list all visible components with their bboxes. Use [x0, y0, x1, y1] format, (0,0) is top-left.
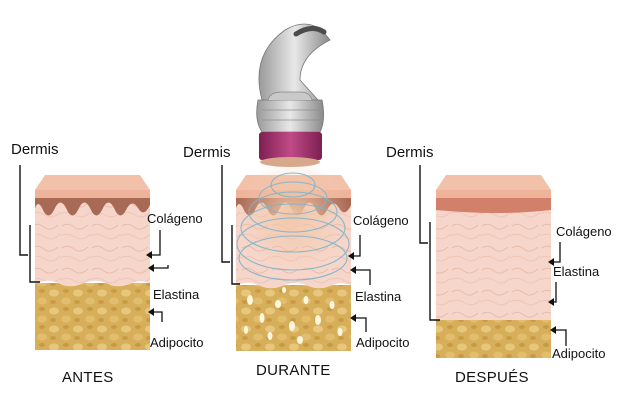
adipocyte-label: Adipocito [150, 335, 204, 350]
collagen-arrow [352, 235, 361, 257]
adipocyte-arrowhead [350, 314, 356, 322]
skin-block-top [35, 175, 150, 190]
rf-waves [236, 172, 350, 281]
adipocyte-arrowhead [550, 326, 556, 334]
collagen-arrowhead [548, 258, 554, 266]
stage-label-antes: ANTES [62, 369, 114, 386]
dermis-bracket [19, 165, 28, 256]
adipocyte-label: Adipocito [552, 346, 606, 361]
heated-fat-spots [244, 287, 343, 344]
elastin-label: Elastina [153, 287, 200, 302]
dermis-inner-bracket [429, 222, 440, 321]
fat-layer [436, 320, 551, 358]
dermis-layer [35, 200, 150, 287]
dermis-inner-bracket [29, 225, 40, 283]
panel-despues [419, 165, 567, 358]
adipocyte-label: Adipocito [356, 335, 410, 350]
collagen-arrow [552, 242, 561, 263]
dermis-label: Dermis [183, 144, 231, 161]
dermis-bracket [221, 165, 230, 263]
skin-block-top [436, 175, 551, 190]
handpiece-band [259, 132, 322, 160]
collagen-arrowhead [348, 252, 354, 260]
rf-handpiece [256, 23, 331, 167]
elastin-arrowhead [148, 264, 154, 272]
collagen-label: Colágeno [353, 213, 409, 228]
dermis-inner-bracket [231, 225, 240, 285]
elastin-arrowhead [548, 298, 554, 306]
dermis-layer [436, 208, 551, 320]
dermis-bracket [419, 165, 428, 244]
adipocyte-arrow [152, 311, 163, 322]
fat-layer [35, 283, 150, 350]
elastin-arrow [354, 269, 371, 285]
elastin-arrow [152, 265, 169, 269]
adipocyte-arrow [554, 329, 567, 346]
epidermis-layer [436, 190, 551, 198]
fat-layer [236, 285, 351, 351]
dermis-label: Dermis [11, 141, 59, 158]
adipocyte-arrowhead [148, 308, 154, 316]
collagen-arrowhead [146, 251, 152, 259]
heat-glow [235, 160, 351, 270]
elastin-label: Elastina [355, 289, 402, 304]
collagen-label: Colágeno [147, 211, 203, 226]
stage-label-durante: DURANTE [256, 362, 331, 379]
panel-antes [19, 165, 169, 350]
collagen-label: Colágeno [556, 224, 612, 239]
panel-durante [221, 23, 371, 351]
adipocyte-arrow [354, 317, 367, 332]
dermis-label: Dermis [386, 144, 434, 161]
stage-label-despues: DESPUÉS [455, 369, 529, 386]
elastin-arrowhead [350, 266, 356, 274]
elastin-label: Elastina [553, 264, 600, 279]
epidermis-layer [35, 190, 150, 198]
